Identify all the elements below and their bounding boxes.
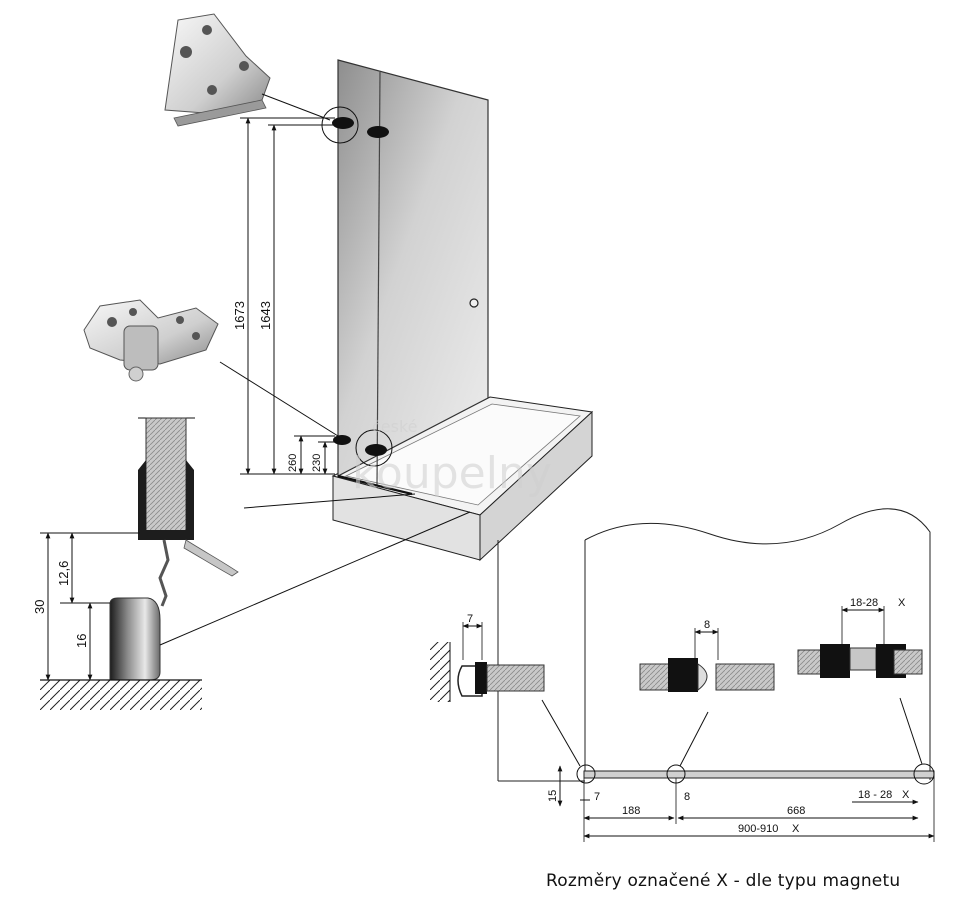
svg-text:15: 15 <box>547 790 559 802</box>
svg-text:16: 16 <box>74 634 89 648</box>
svg-text:12,6: 12,6 <box>56 561 71 586</box>
svg-text:X: X <box>902 789 910 801</box>
shower-tray <box>331 396 594 562</box>
svg-text:900-910: 900-910 <box>738 823 778 835</box>
seal-detail-wall: 7 <box>430 613 545 702</box>
svg-text:1673: 1673 <box>232 301 247 330</box>
seal-detail-magnet: 18-28 X <box>797 597 923 678</box>
svg-text:30: 30 <box>32 600 47 614</box>
svg-text:260: 260 <box>287 454 299 472</box>
svg-text:18 - 28: 18 - 28 <box>858 789 892 801</box>
svg-text:18-28: 18-28 <box>850 597 878 609</box>
seal-detail-middle: 8 <box>639 619 775 692</box>
svg-text:188: 188 <box>622 805 640 817</box>
svg-text:7: 7 <box>467 613 473 625</box>
plan-view: 15 7 188 8 668 18 - 28 X 900-910 X <box>497 508 935 842</box>
svg-text:230: 230 <box>311 454 323 472</box>
svg-text:668: 668 <box>787 805 805 817</box>
svg-text:koupelny: koupelny <box>352 448 552 499</box>
caption: Rozměry označené X - dle typu magnetu <box>546 871 901 891</box>
svg-text:české: české <box>372 417 418 436</box>
glass-door <box>321 59 489 496</box>
door-knob-icon <box>469 298 479 308</box>
svg-text:1643: 1643 <box>258 301 273 330</box>
lower-hinge-icon <box>333 435 351 445</box>
svg-text:8: 8 <box>704 619 710 631</box>
hinge-detail-bottom <box>83 299 339 437</box>
svg-text:X: X <box>792 823 800 835</box>
upper-hinge-icon <box>332 117 354 129</box>
svg-text:X: X <box>898 597 906 609</box>
watermark: české koupelny <box>352 417 552 499</box>
seal-profile-detail: 30 12,6 16 <box>32 417 471 710</box>
svg-text:8: 8 <box>684 791 690 803</box>
svg-text:7: 7 <box>594 791 600 803</box>
height-dimensions: 1673 1643 260 230 <box>232 117 335 475</box>
hinge-detail-top <box>164 13 331 127</box>
